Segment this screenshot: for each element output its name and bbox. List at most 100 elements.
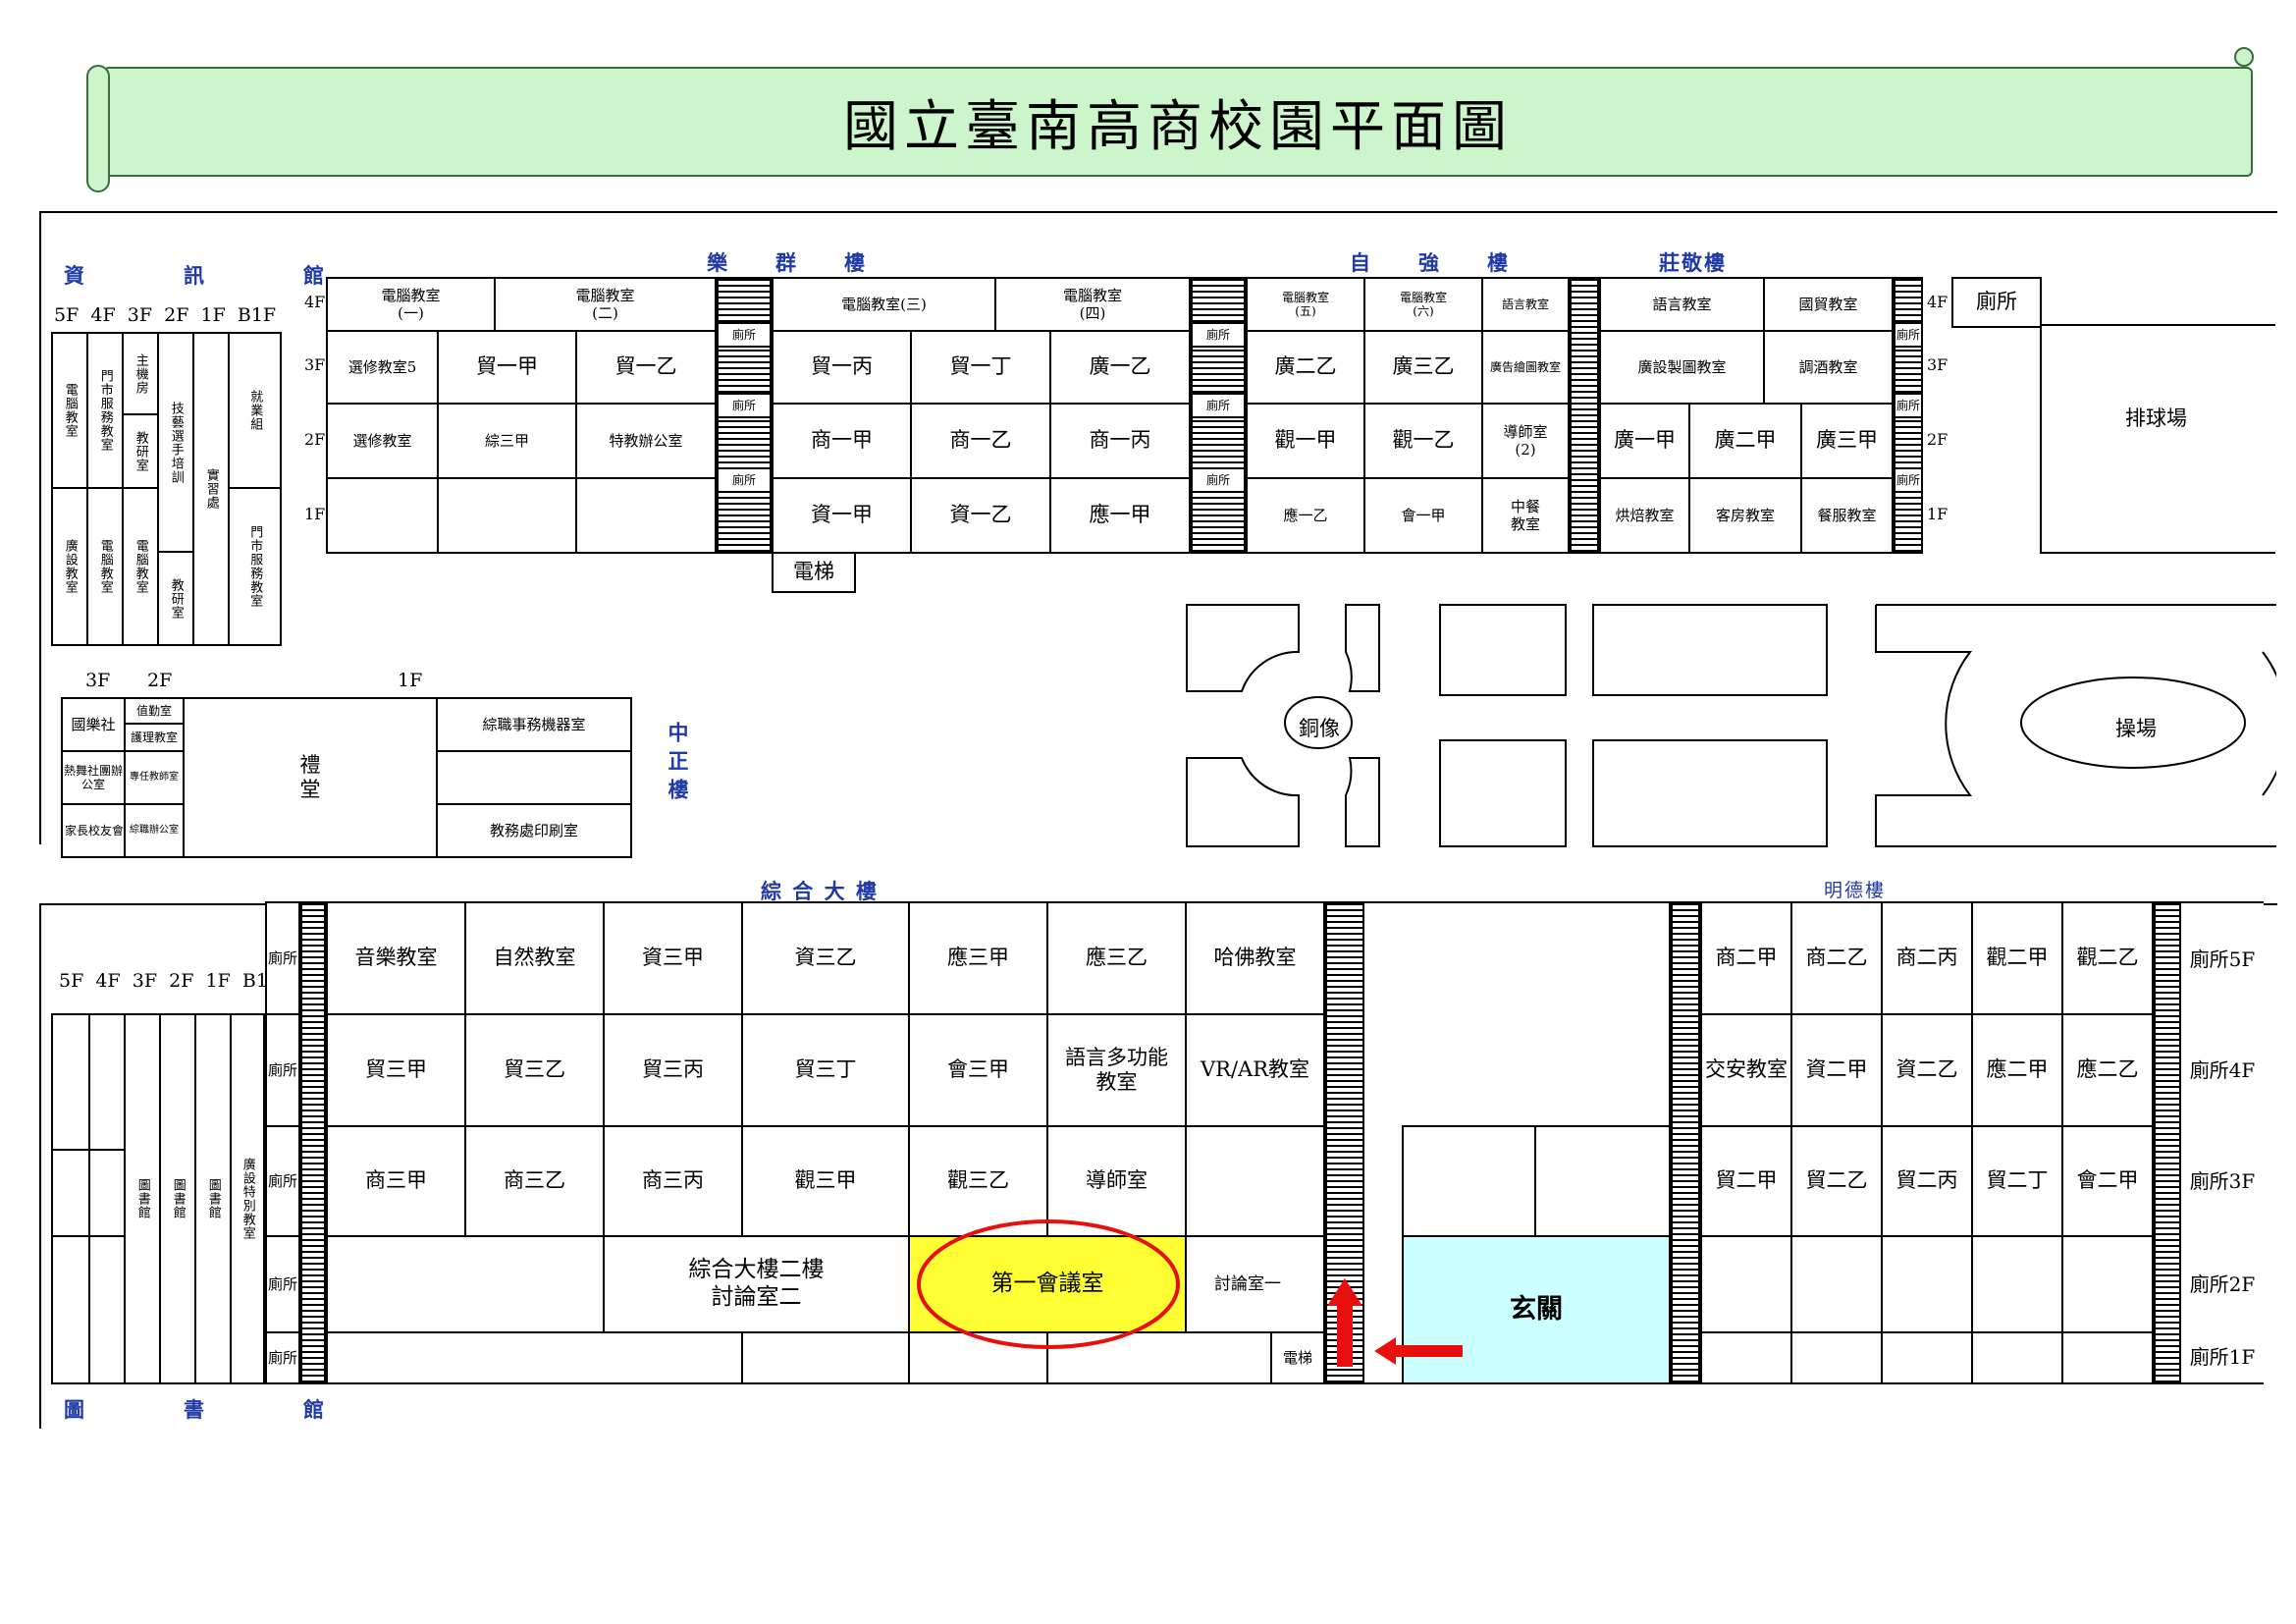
room-1f-10: 烘焙教室 (1599, 477, 1690, 554)
md-stairs-right (2154, 901, 2181, 1384)
room-4f-3: 電腦教室(三) (772, 277, 996, 332)
wc-zj-b: 廁所 (1894, 393, 1923, 418)
zh-4f-2: 貿三乙 (464, 1013, 605, 1127)
room-2f-5: 商一乙 (910, 403, 1051, 479)
zj-floor-1f: 1F (1927, 505, 1949, 523)
zixun-room-i: 廣設教室 (51, 487, 88, 646)
wc-ziqiang-a: 廁所 (1191, 322, 1246, 348)
room-3f-7: 廣二乙 (1246, 330, 1365, 405)
statue-label: 銅像 (1299, 717, 1340, 740)
room-2f-3: 特教辦公室 (575, 403, 717, 479)
zh-1f-4 (1046, 1331, 1272, 1384)
wc-lequn-a: 廁所 (717, 322, 772, 348)
md-right-5f: 廁所5F (2181, 901, 2264, 1015)
zh-3f-3: 商三丙 (603, 1125, 743, 1237)
zh-2f-disc2: 綜合大樓二樓 討論室二 (603, 1235, 910, 1333)
banner-scroll-right (2234, 47, 2254, 67)
volleyball-left (2040, 324, 2042, 554)
lib-div-1 (88, 1013, 90, 1384)
label-zhuangjing: 莊敬樓 (1659, 251, 1727, 275)
md-5f-5: 觀二乙 (2061, 901, 2154, 1015)
room-1f-5: 資一乙 (910, 477, 1051, 554)
room-2f-6: 商一丙 (1049, 403, 1191, 479)
zz-floor-1f: 1F (398, 670, 423, 691)
block-f (1439, 739, 1567, 847)
zh-4f-7: VR/AR教室 (1185, 1013, 1325, 1127)
volleyball-court: 排球場 (2125, 406, 2187, 430)
zh-5f-3: 資三甲 (603, 901, 743, 1015)
volleyball-bottom (2040, 552, 2275, 554)
field-outline (1875, 604, 2276, 847)
arrow-up-icon (1327, 1278, 1362, 1367)
block-b (1186, 757, 1300, 847)
room-3f-1: 選修教室5 (326, 330, 439, 405)
md-3f-4: 貿二丁 (1971, 1125, 2063, 1237)
lib-r4: 廣設特別教室 (230, 1013, 265, 1384)
md-stairs-left (1671, 901, 1700, 1384)
zh-3f-1: 商三甲 (326, 1125, 466, 1237)
room-3f-11: 調酒教室 (1763, 330, 1894, 405)
md-4f-4: 應二甲 (1971, 1013, 2063, 1127)
campus-center (1186, 604, 2276, 847)
zz-floor-2f: 2F (147, 670, 173, 691)
md-5f-3: 商二丙 (1881, 901, 1973, 1015)
zh-3f-2: 商三乙 (464, 1125, 605, 1237)
room-3f-3: 貿一乙 (575, 330, 717, 405)
md-2f-4 (1971, 1235, 2063, 1333)
volleyball-top (2040, 324, 2275, 326)
zh-2f-disc1: 討論室一 (1185, 1235, 1325, 1333)
room-3f-5: 貿一丁 (910, 330, 1051, 405)
stairs-zhuangjing-1 (1570, 277, 1599, 554)
md-4f-2: 資二甲 (1790, 1013, 1883, 1127)
zh-wc-1f: 廁所 (265, 1331, 300, 1384)
zz-floor-3f: 3F (85, 670, 111, 691)
zh-1f-3 (908, 1331, 1048, 1384)
room-2f-10: 廣一甲 (1599, 403, 1690, 479)
zh-4f-5: 會三甲 (908, 1013, 1048, 1127)
room-1f-6: 應一甲 (1049, 477, 1191, 554)
zz-d3: 專任教師室 (124, 750, 185, 805)
md-right-2f: 廁所2F (2181, 1235, 2264, 1333)
md-3f-3: 貿二丙 (1881, 1125, 1973, 1237)
zz-e3: 教務處印刷室 (436, 803, 632, 858)
md-4f-5: 應二乙 (2061, 1013, 2154, 1127)
room-2f-12: 廣三甲 (1800, 403, 1894, 479)
outline-left-upper (39, 211, 41, 844)
zh-1f-1 (326, 1331, 743, 1384)
room-2f-4: 商一甲 (772, 403, 912, 479)
zixun-room-b: 門市服務教室 (86, 332, 124, 489)
zh-5f-7: 哈佛教室 (1185, 901, 1325, 1015)
top-floor-1f: 1F (304, 505, 326, 523)
arrow-left-icon (1374, 1337, 1463, 1365)
zh-center-3f-b (1534, 1125, 1671, 1237)
room-1f-7: 應一乙 (1246, 477, 1365, 554)
zz-e1: 綜職事務機器室 (436, 697, 632, 752)
md-right-1f: 廁所1F (2181, 1331, 2264, 1384)
zh-wc-2f: 廁所 (265, 1235, 300, 1333)
label-zixun: 資 訊 館 (64, 264, 363, 288)
md-4f-1: 交安教室 (1700, 1013, 1792, 1127)
label-zonghe: 綜 合 大 樓 (761, 880, 879, 903)
room-1f-9: 中餐 教室 (1481, 477, 1570, 554)
zh-wc-4f: 廁所 (265, 1013, 300, 1127)
wc-ziqiang-c: 廁所 (1191, 467, 1246, 493)
md-5f-1: 商二甲 (1700, 901, 1792, 1015)
block-g (1592, 604, 1828, 696)
statue-circle (1284, 696, 1353, 749)
md-right-4f: 廁所4F (2181, 1013, 2264, 1127)
room-1f-12: 餐服教室 (1800, 477, 1894, 554)
zz-d4: 綜職辦公室 (124, 803, 185, 858)
lib-r3: 圖書館 (194, 1013, 232, 1384)
zh-wc-3f: 廁所 (265, 1125, 300, 1237)
wc-zj-a: 廁所 (1894, 322, 1923, 348)
md-3f-2: 貿二乙 (1790, 1125, 1883, 1237)
md-2f-2 (1790, 1235, 1883, 1333)
zh-5f-6: 應三乙 (1046, 901, 1187, 1015)
room-3f-9: 廣告繪圖教室 (1481, 330, 1570, 405)
md-5f-2: 商二乙 (1790, 901, 1883, 1015)
field-ellipse (2020, 677, 2246, 769)
md-2f-5 (2061, 1235, 2154, 1333)
zixun-room-h: 門市服務教室 (228, 487, 282, 646)
block-a (1186, 604, 1300, 692)
zixun-room-g: 就業組 (228, 332, 282, 489)
